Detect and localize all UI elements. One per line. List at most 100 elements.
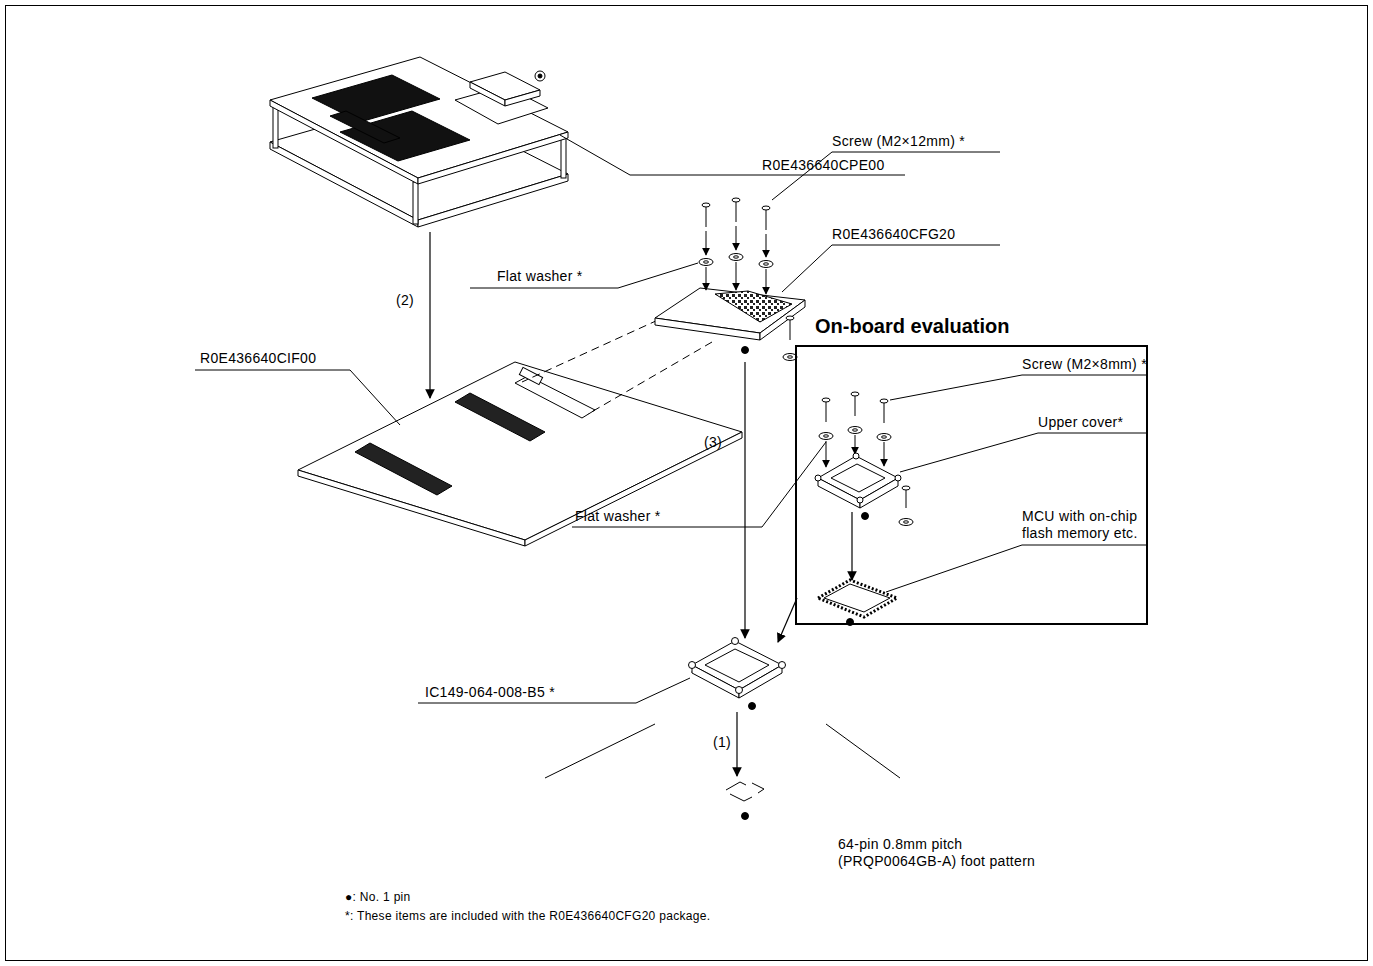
part-label: Flat washer * bbox=[575, 508, 661, 525]
screw-set-part bbox=[855, 396, 856, 416]
part-label: MCU with on-chip flash memory etc. bbox=[1022, 508, 1144, 542]
screw-set-part bbox=[736, 202, 737, 222]
leader-line bbox=[470, 263, 698, 288]
target-board-part bbox=[752, 783, 764, 793]
screw-set-part bbox=[729, 254, 743, 261]
ic-socket-part bbox=[705, 649, 769, 682]
screw-set-part bbox=[884, 403, 885, 423]
ic-socket-part bbox=[779, 662, 786, 669]
upper-cover-part bbox=[815, 475, 821, 481]
screw-set bbox=[819, 392, 913, 526]
assembly-arrow bbox=[744, 362, 745, 638]
interface-board-part bbox=[515, 376, 595, 418]
screw-set-part bbox=[824, 435, 829, 437]
screw-set-part bbox=[826, 441, 827, 467]
flex-cable bbox=[522, 320, 658, 382]
part-label: R0E436640CFG20 bbox=[832, 226, 955, 243]
screw-set-part bbox=[882, 436, 887, 438]
screw-set-part bbox=[759, 261, 773, 268]
screw-set-part bbox=[734, 256, 739, 258]
assembly-arrow bbox=[851, 512, 852, 580]
part-label: R0E436640CIF00 bbox=[200, 350, 316, 367]
screw-set-part bbox=[790, 320, 791, 340]
assembly-arrow bbox=[736, 712, 737, 776]
leader-line bbox=[782, 245, 1000, 292]
interface-board bbox=[298, 362, 742, 546]
upper-cover-part bbox=[857, 497, 863, 503]
screw-set-part bbox=[699, 259, 713, 266]
screw-set-part bbox=[906, 490, 907, 508]
screw-set-part bbox=[848, 427, 862, 434]
leader-line bbox=[886, 545, 1146, 592]
ic-socket bbox=[689, 638, 786, 710]
part-label: Flat washer * bbox=[497, 268, 583, 285]
emulator-board-part bbox=[538, 74, 542, 78]
screw-set-part bbox=[786, 316, 794, 320]
upper-cover-part bbox=[831, 464, 885, 492]
ic-socket-part bbox=[736, 687, 743, 694]
screw-set-part bbox=[884, 442, 885, 466]
mcu-chip bbox=[818, 580, 897, 626]
screw-set-part bbox=[851, 392, 859, 396]
leader-line bbox=[890, 375, 1146, 400]
screw-set-part bbox=[702, 203, 710, 207]
emulator-board-part bbox=[270, 57, 568, 178]
screw-set-part bbox=[762, 206, 770, 210]
upper-cover-part bbox=[895, 475, 901, 481]
evaluation-panel: On-board evaluation bbox=[795, 345, 1148, 625]
screw-set-part bbox=[826, 402, 827, 422]
screw-set-part bbox=[736, 262, 737, 290]
screw-set-part bbox=[819, 433, 833, 440]
emulator-board-part bbox=[505, 90, 540, 106]
screw-set bbox=[699, 198, 797, 361]
converter-board-part bbox=[715, 291, 792, 322]
screw-set-part bbox=[766, 234, 767, 257]
interface-board-part bbox=[455, 393, 545, 441]
ic-socket-part bbox=[732, 638, 739, 645]
mcu-chip-part bbox=[818, 580, 897, 617]
screw-set-part bbox=[766, 210, 767, 230]
emulator-board-part bbox=[561, 136, 566, 178]
screw-set-part bbox=[706, 231, 707, 255]
screw-set-part bbox=[853, 429, 858, 431]
frame bbox=[6, 6, 1368, 961]
footprint-label: 64-pin 0.8mm pitch (PRQP0064GB-A) foot p… bbox=[838, 836, 1053, 870]
part-label: R0E436640CPE00 bbox=[762, 157, 885, 174]
screw-set-part bbox=[764, 263, 769, 265]
part-label: Upper cover* bbox=[1038, 414, 1123, 431]
emulator-board-part bbox=[470, 82, 505, 106]
interface-board-part bbox=[525, 432, 742, 546]
leader-line bbox=[572, 442, 826, 527]
legend-note: *: These items are included with the R0E… bbox=[345, 909, 710, 924]
legend-note: ●: No. 1 pin bbox=[345, 890, 411, 905]
ic-socket-part bbox=[749, 703, 756, 710]
target-board-part bbox=[730, 794, 752, 801]
callout-number: (2) bbox=[396, 292, 414, 309]
converter-board-part bbox=[742, 347, 749, 354]
interface-board-part bbox=[355, 443, 452, 495]
screw-set-part bbox=[822, 398, 830, 402]
mcu-chip-part bbox=[824, 584, 890, 612]
upper-cover bbox=[815, 453, 901, 520]
screw-set-part bbox=[899, 519, 913, 526]
flex-cable bbox=[588, 342, 712, 414]
ic-socket-part bbox=[692, 641, 782, 690]
emulator-board-part bbox=[413, 182, 418, 224]
ic-socket-part bbox=[689, 662, 696, 669]
upper-cover-part bbox=[862, 513, 869, 520]
emulator-board-part bbox=[330, 111, 400, 143]
assembly-arrow bbox=[429, 232, 430, 398]
part-label: Screw (M2×12mm) * bbox=[832, 133, 965, 150]
callout-number: (1) bbox=[713, 734, 731, 751]
part-label: Screw (M2×8mm) * bbox=[1022, 356, 1147, 373]
target-board bbox=[545, 724, 900, 820]
screw-set-part bbox=[877, 434, 891, 441]
target-board-part bbox=[726, 782, 746, 790]
screw-set-part bbox=[788, 356, 793, 358]
emulator-board-part bbox=[273, 104, 278, 148]
panel-heading: On-board evaluation bbox=[815, 315, 1009, 338]
leader-line bbox=[418, 678, 690, 703]
emulator-board bbox=[270, 57, 568, 227]
